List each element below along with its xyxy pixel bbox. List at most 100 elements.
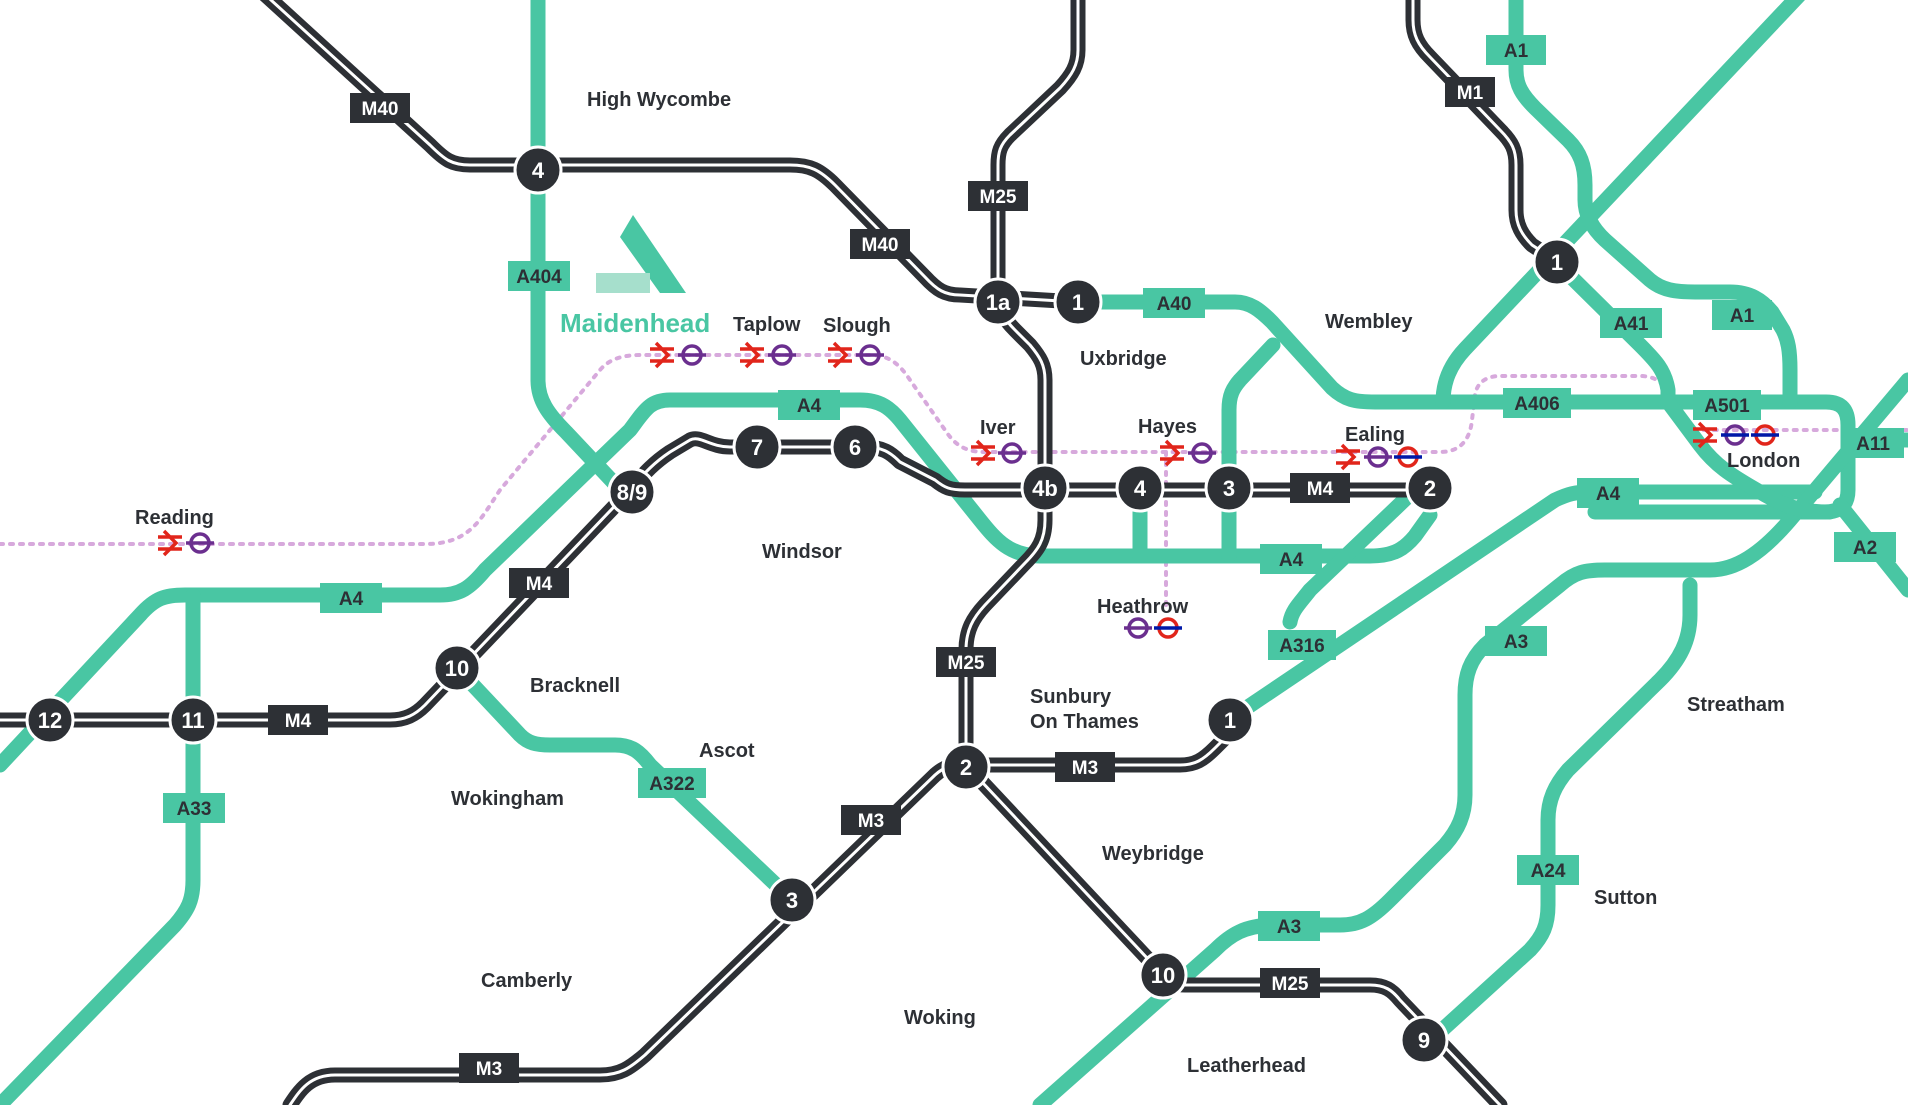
place-label: Woking xyxy=(904,1007,976,1029)
svg-text:A501: A501 xyxy=(1704,396,1750,417)
national-rail-icon xyxy=(740,341,764,369)
road-label-m3: M3 xyxy=(459,1053,519,1083)
a33-road xyxy=(0,587,201,1105)
junction-marker: 10 xyxy=(432,643,482,693)
road-label-a40: A40 xyxy=(1143,288,1205,318)
junction-marker: 2 xyxy=(1405,463,1455,513)
logo-mark-light-icon xyxy=(596,273,650,293)
national-rail-icon xyxy=(1693,421,1717,449)
svg-text:2: 2 xyxy=(1424,476,1436,501)
road-labels: M40 M40 M25 M25 M25 M1 M4 M4 M4 M3 M3 M3… xyxy=(163,35,1904,1083)
a41-road xyxy=(1548,254,1676,410)
a24-road xyxy=(1412,577,1698,1058)
junction-marker: 12 xyxy=(25,695,75,745)
svg-text:A4: A4 xyxy=(797,396,822,417)
svg-text:A406: A406 xyxy=(1514,394,1559,415)
m3-centre-line xyxy=(288,731,1232,1105)
m25-north-centre-line xyxy=(964,0,1080,767)
svg-text:A404: A404 xyxy=(516,267,562,288)
svg-text:4: 4 xyxy=(1134,476,1147,501)
svg-text:M3: M3 xyxy=(858,811,884,832)
place-label: London xyxy=(1727,450,1800,472)
road-label-a404: A404 xyxy=(508,261,570,291)
national-rail-icon xyxy=(158,529,182,557)
svg-text:M4: M4 xyxy=(285,711,312,732)
svg-text:11: 11 xyxy=(181,708,204,733)
road-label-m40: M40 xyxy=(350,93,410,123)
underground-roundel-icon xyxy=(186,532,214,554)
svg-text:A3: A3 xyxy=(1277,917,1301,938)
national-rail-icon xyxy=(650,341,674,369)
svg-text:1: 1 xyxy=(1551,250,1563,275)
junction-marker: 1 xyxy=(1532,237,1582,287)
national-rail-icon xyxy=(828,341,852,369)
station-symbols xyxy=(158,341,1779,639)
road-label-a24: A24 xyxy=(1517,855,1579,885)
road-label-m3: M3 xyxy=(841,805,901,835)
a322-road xyxy=(449,660,800,908)
svg-text:10: 10 xyxy=(1151,963,1175,988)
maidenhead-logo: Maidenhead xyxy=(560,215,710,338)
junction-marker: 4 xyxy=(1115,463,1165,513)
place-label: Taplow xyxy=(733,314,801,336)
m40-road xyxy=(259,0,1086,310)
svg-text:A11: A11 xyxy=(1856,434,1890,455)
place-label: Windsor xyxy=(762,541,842,563)
road-label-a316: A316 xyxy=(1268,630,1336,660)
a406-road xyxy=(1435,0,1805,410)
svg-text:M40: M40 xyxy=(862,235,899,256)
svg-text:3: 3 xyxy=(1223,476,1235,501)
road-label-m25: M25 xyxy=(936,647,996,677)
place-label: Slough xyxy=(823,315,891,337)
svg-text:A24: A24 xyxy=(1531,861,1566,882)
junction-marker: 4 xyxy=(513,145,563,195)
svg-text:4b: 4b xyxy=(1032,476,1058,501)
junction-marker: 3 xyxy=(767,875,817,925)
place-label: On Thames xyxy=(1030,711,1139,733)
a4-road-east xyxy=(1282,477,1428,630)
svg-text:1: 1 xyxy=(1072,290,1084,315)
place-label: High Wycombe xyxy=(587,89,731,111)
junction-marker: 1a xyxy=(973,277,1023,327)
junction-marker: 4b xyxy=(1020,463,1070,513)
underground-roundel-icon xyxy=(1394,446,1422,468)
svg-text:A4: A4 xyxy=(1596,484,1621,505)
place-label: Sunbury xyxy=(1030,686,1112,708)
road-label-m4: M4 xyxy=(1290,473,1350,503)
junction-marker: 3 xyxy=(1204,463,1254,513)
place-label: Wembley xyxy=(1325,311,1413,333)
junction-marker: 1 xyxy=(1205,695,1255,745)
place-label: Wokingham xyxy=(451,788,564,810)
uxbridge-link xyxy=(1221,337,1281,564)
brand-name: Maidenhead xyxy=(560,308,710,338)
svg-text:A40: A40 xyxy=(1157,294,1192,315)
svg-text:A322: A322 xyxy=(649,774,694,795)
underground-roundel-icon xyxy=(998,442,1026,464)
place-label: Sutton xyxy=(1594,887,1657,909)
m1-centre-line xyxy=(1411,0,1560,264)
motorways xyxy=(0,0,1566,1105)
svg-text:M1: M1 xyxy=(1457,83,1484,104)
road-label-m25: M25 xyxy=(1260,968,1320,998)
underground-roundel-icon xyxy=(1364,446,1392,468)
svg-text:A1: A1 xyxy=(1730,306,1755,327)
road-label-a1: A1 xyxy=(1486,35,1546,65)
underground-roundel-icon xyxy=(1721,424,1749,446)
a501-road xyxy=(1660,394,1838,520)
junction-marker: 11 xyxy=(168,695,218,745)
road-label-m40: M40 xyxy=(850,229,910,259)
junction-marker: 10 xyxy=(1138,950,1188,1000)
svg-text:M3: M3 xyxy=(1072,758,1098,779)
svg-text:7: 7 xyxy=(751,435,763,460)
svg-text:10: 10 xyxy=(445,656,469,681)
underground-roundel-icon xyxy=(1124,617,1152,639)
underground-roundel-icon xyxy=(678,344,706,366)
place-label: Ascot xyxy=(699,740,755,762)
svg-text:1a: 1a xyxy=(986,290,1011,315)
road-label-a4: A4 xyxy=(320,583,382,613)
svg-text:3: 3 xyxy=(786,888,798,913)
road-label-m4: M4 xyxy=(268,705,328,735)
junctions: 4 1a 1 1 8/9 7 6 4b 4 3 2 10 11 12 1 2 3… xyxy=(25,145,1582,1065)
junction-marker: 2 xyxy=(941,742,991,792)
svg-text:A4: A4 xyxy=(1279,550,1304,571)
